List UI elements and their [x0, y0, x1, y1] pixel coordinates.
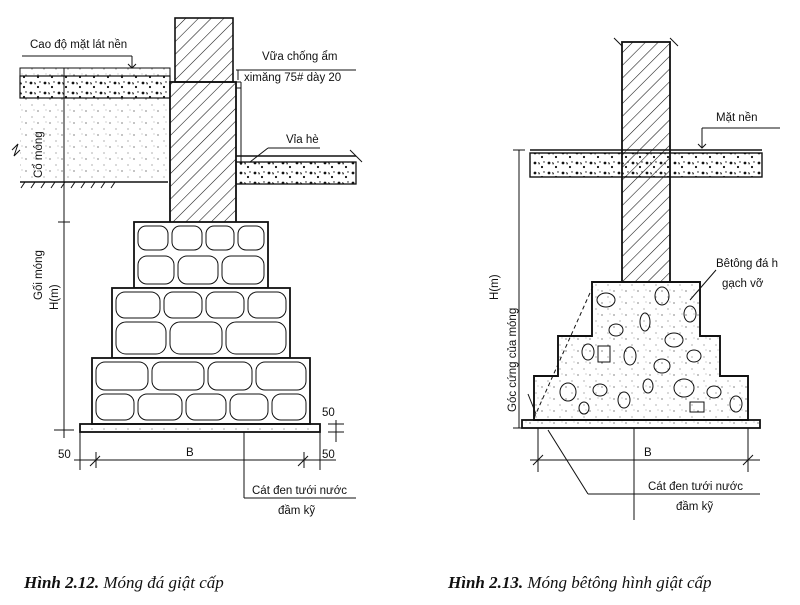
- right-figure: Mặt nền Bêtông đá h gạch vỡ H(m) Góc cứn…: [447, 37, 780, 592]
- concrete-label-line2: gạch vỡ: [722, 278, 764, 290]
- concrete-footing: [533, 281, 749, 421]
- rubble-stone-footing: [91, 221, 311, 425]
- caption-right-text: Móng bêtông hình giật cấp: [523, 573, 711, 592]
- height-label: H(m): [489, 274, 501, 300]
- backfill-zone: [20, 98, 168, 182]
- wall-column: [621, 41, 671, 283]
- wall-upper: [174, 17, 234, 83]
- caption-left: Hình 2.12. Móng đá giật cấp: [23, 573, 224, 592]
- floor-level-label: Cao độ mặt lát nền: [30, 39, 127, 51]
- sand-label-line2: đầm kỹ: [278, 505, 315, 517]
- body-label: Gối móng: [33, 250, 45, 300]
- aggregate: [559, 286, 743, 415]
- neck-label: Cổ móng: [33, 131, 45, 178]
- dim-b-label: B: [186, 447, 194, 459]
- height-label: H(m): [49, 284, 61, 310]
- sidewalk-slab: [235, 161, 357, 185]
- left-figure: Cao độ mặt lát nền Vữa chống ẩm ximăng 7…: [11, 17, 363, 592]
- mortar-label-line2: ximăng 75# dày 20: [244, 72, 341, 84]
- concrete-label-line1: Bêtông đá h: [716, 258, 778, 270]
- caption-right-number: Hình 2.13.: [447, 573, 523, 592]
- sidewalk-label: Vỉa hè: [286, 134, 319, 146]
- caption-left-number: Hình 2.12.: [23, 573, 99, 592]
- angle-label: Góc cứng của móng: [507, 308, 519, 412]
- sand-label-line1: Cát đen tưới nước: [252, 485, 347, 497]
- floor-tile-layer: [19, 67, 171, 77]
- dim-50-right-bottom: 50: [322, 449, 335, 461]
- wall-column: [169, 81, 237, 225]
- caption-left-text: Móng đá giật cấp: [99, 573, 224, 592]
- floor-concrete-layer: [19, 75, 171, 99]
- mortar-label-line1: Vữa chống ẩm: [262, 51, 337, 63]
- sand-label-line1: Cát đen tưới nước: [648, 481, 743, 493]
- ground-label: Mặt nền: [716, 112, 758, 124]
- sand-bed: [79, 423, 321, 433]
- sand-label-line2: đầm kỹ: [676, 501, 713, 513]
- dim-50-right-top: 50: [322, 407, 335, 419]
- caption-right: Hình 2.13. Móng bêtông hình giật cấp: [447, 573, 712, 592]
- sand-bed: [521, 419, 761, 429]
- dim-50-left: 50: [58, 449, 71, 461]
- dim-b-label: B: [644, 447, 652, 459]
